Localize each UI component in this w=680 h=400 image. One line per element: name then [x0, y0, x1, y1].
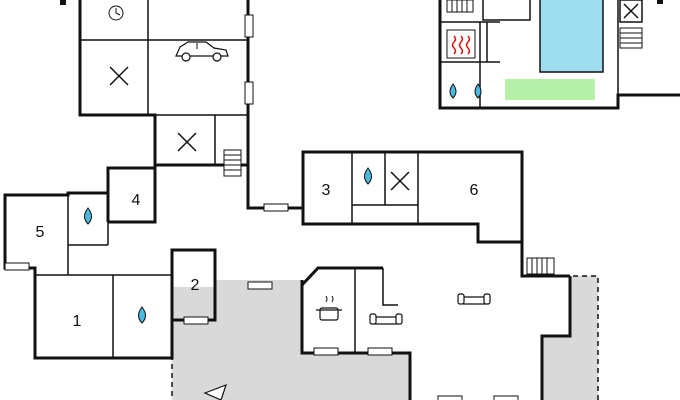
- cross-box-icon: [177, 132, 197, 152]
- left-wing: [3, 165, 217, 360]
- room-label-6: 6: [470, 182, 479, 199]
- room-label-4: 4: [132, 192, 141, 209]
- room-label-3: 3: [322, 182, 331, 199]
- water-drop-icon: [138, 306, 146, 324]
- rooms-3-6-block: [301, 150, 570, 278]
- water-drop-icon: [84, 207, 92, 225]
- cooking-pot-icon: [316, 295, 342, 321]
- cross-box-icon: [109, 66, 129, 86]
- sofa-icon: [369, 313, 403, 325]
- lawn-area: [505, 79, 595, 100]
- compass-arrow-icon: [203, 383, 227, 400]
- water-drop-icon: [364, 167, 372, 185]
- stairs-icon: [446, 0, 474, 13]
- sofa-icon: [457, 293, 491, 305]
- swimming-pool: [540, 0, 603, 72]
- water-drop-icon: [474, 83, 482, 99]
- room-label-5: 5: [36, 224, 45, 241]
- window: [263, 203, 289, 212]
- living-area: [203, 266, 572, 400]
- corridor-wall: [246, 165, 303, 210]
- car-icon: [175, 41, 229, 62]
- pool-house: [438, 0, 680, 110]
- room-label-1: 1: [73, 313, 82, 330]
- light-fixture: [60, 0, 66, 5]
- clock-icon: [108, 5, 124, 21]
- stairs-icon: [526, 257, 555, 275]
- light-fixture: [657, 0, 663, 4]
- cross-box-icon: [619, 0, 643, 23]
- heater-icon: [446, 29, 476, 59]
- stairs-icon: [619, 27, 643, 49]
- room-label-2: 2: [191, 277, 200, 294]
- stairs-icon: [223, 149, 242, 177]
- water-drop-icon: [449, 83, 457, 99]
- terrace-area: [171, 275, 599, 400]
- garage-block: [60, 0, 254, 177]
- cross-box-icon: [390, 171, 410, 191]
